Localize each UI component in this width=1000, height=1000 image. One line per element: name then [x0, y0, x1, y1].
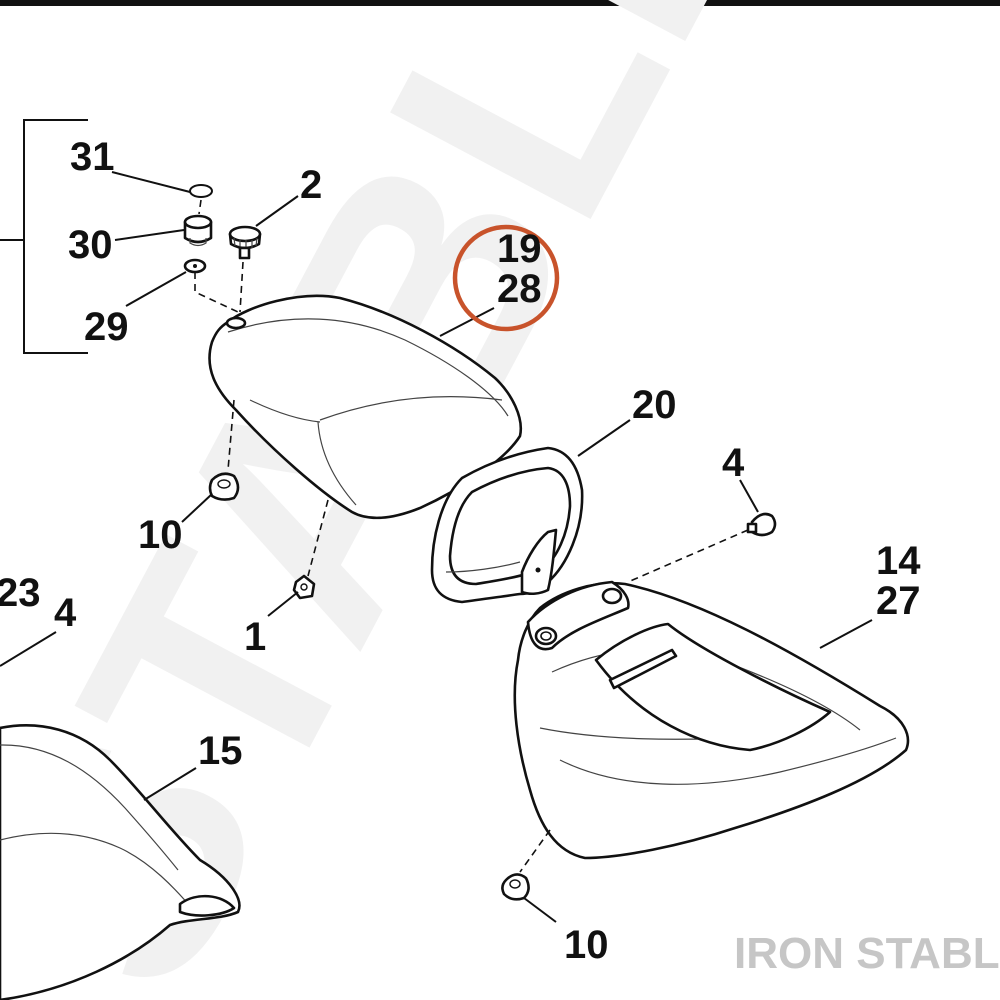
- callout-14: 14: [876, 539, 921, 583]
- watermark-label: IRON STABLE: [734, 929, 1000, 978]
- group-bracket: [0, 119, 88, 354]
- part-20-backrest-frame: [430, 446, 584, 604]
- part-15-seat: [0, 724, 241, 1000]
- highlight-ring: [452, 224, 560, 332]
- callout-10-upper: 10: [138, 513, 183, 557]
- callout-4-upper: 4: [722, 441, 745, 485]
- callout-20: 20: [632, 383, 677, 427]
- part-2-thumbscrew: [228, 225, 262, 260]
- callout-4-lower: 4: [54, 591, 77, 635]
- part-30-bumper: [183, 214, 213, 247]
- callout-27: 27: [876, 579, 921, 623]
- part-19-28-passenger-seat: [208, 294, 523, 520]
- callout-28: 28: [497, 267, 542, 311]
- callout-10-lower: 10: [564, 923, 609, 967]
- part-4-plug-upper: [746, 512, 777, 537]
- callout-1: 1: [244, 615, 266, 659]
- top-border: [0, 0, 1000, 6]
- part-1-clip-nut: [292, 574, 316, 600]
- callout-29: 29: [84, 305, 129, 349]
- part-10-grommet-lower: [501, 873, 530, 901]
- assembly-dashed-lines: [194, 199, 749, 873]
- part-31-retaining-ring: [189, 184, 213, 198]
- callout-30: 30: [68, 223, 113, 267]
- part-29-washer: [183, 258, 207, 274]
- leader-lines: [0, 171, 873, 923]
- part-14-27-rider-seat: [513, 580, 910, 860]
- callout-2: 2: [300, 163, 322, 207]
- callout-19: 19: [497, 227, 542, 271]
- callout-23: 23: [0, 571, 41, 615]
- callout-31: 31: [70, 135, 115, 179]
- part-10-grommet-upper: [208, 472, 240, 501]
- callout-15: 15: [198, 729, 243, 773]
